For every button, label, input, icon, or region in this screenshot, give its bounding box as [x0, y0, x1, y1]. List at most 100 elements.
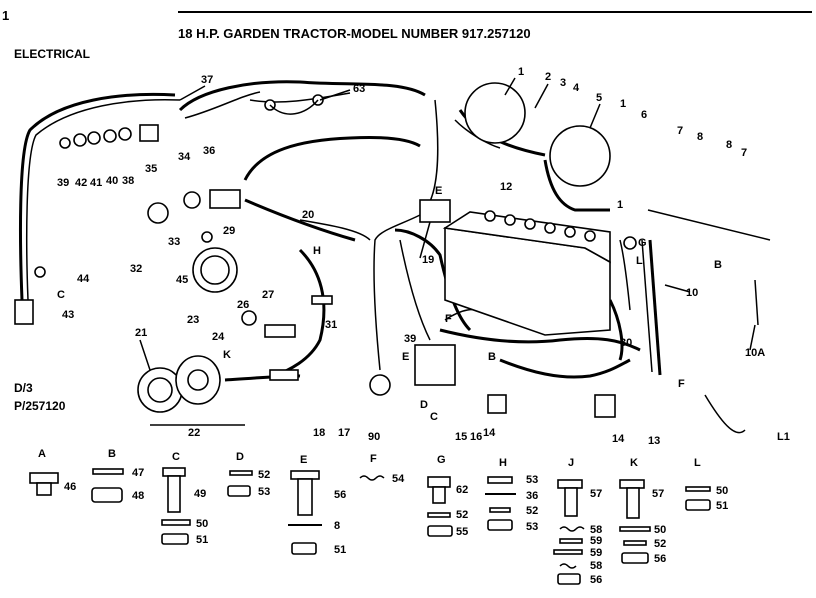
- callout-20: 20: [302, 209, 314, 221]
- legend-item-C-49: 49: [194, 488, 206, 500]
- callout-5: 5: [596, 92, 602, 104]
- callout-4: 4: [573, 82, 580, 94]
- callout-12: 12: [500, 181, 512, 193]
- callout-2: 2: [545, 71, 551, 83]
- legend-item-K-57: 57: [652, 488, 664, 500]
- callout-13: 13: [648, 435, 660, 447]
- legend-letter-D: D: [236, 451, 244, 463]
- legend-item-H-53: 53: [526, 474, 538, 486]
- ignition-switch: [147, 202, 169, 224]
- light-socket: [139, 124, 159, 142]
- legend-item-D-52: 52: [258, 469, 270, 481]
- header: 1 18 H.P. GARDEN TRACTOR-MODEL NUMBER 91…: [2, 8, 812, 413]
- callout-6: 6: [641, 109, 647, 121]
- callout-1: 1: [617, 199, 623, 211]
- headlight-right: [549, 125, 611, 187]
- callout-22: 22: [188, 427, 200, 439]
- seat-switch: [594, 394, 616, 418]
- callout-41: 41: [90, 177, 102, 189]
- callout-90: 90: [368, 431, 380, 443]
- hardware-legend: A 46 B 47 48 C 49 50 51 D 52 53 E 56 8 5…: [29, 448, 728, 586]
- callout-D: D: [420, 399, 428, 411]
- callout-C: C: [430, 411, 438, 423]
- legend-item-E-51: 51: [334, 544, 346, 556]
- callout-27: 27: [262, 289, 274, 301]
- callout-31: 31: [325, 319, 337, 331]
- legend-item-J-58b: 58: [590, 560, 602, 572]
- legend-letter-B: B: [108, 448, 116, 460]
- legend-letter-A: A: [38, 448, 46, 460]
- legend-item-L-51: 51: [716, 500, 728, 512]
- legend-letter-K: K: [630, 457, 638, 469]
- part-code: P/257120: [14, 399, 66, 413]
- grommet: [183, 191, 201, 209]
- starter-relay: [369, 374, 391, 396]
- callout-F: F: [445, 313, 452, 325]
- callout-26: 26: [237, 299, 249, 311]
- section-label: ELECTRICAL: [14, 47, 90, 61]
- callout-F: F: [678, 378, 685, 390]
- callout-7: 7: [677, 125, 683, 137]
- legend-letter-J: J: [568, 457, 574, 469]
- callout-23: 23: [187, 314, 199, 326]
- legend-item-H-52: 52: [526, 505, 538, 517]
- legend-item-K-50: 50: [654, 524, 666, 536]
- legend-letter-E: E: [300, 454, 307, 466]
- legend-item-J-57: 57: [590, 488, 602, 500]
- legend-item-J-58: 58: [590, 524, 602, 536]
- callout-14: 14: [612, 433, 625, 445]
- callout-37: 37: [201, 74, 213, 86]
- diagram-code: D/3: [14, 381, 33, 395]
- legend-item-A-46: 46: [64, 481, 76, 493]
- callout-32: 32: [130, 263, 142, 275]
- legend-item-E-56: 56: [334, 489, 346, 501]
- callout-14: 14: [483, 427, 496, 439]
- callout-24: 24: [212, 331, 225, 343]
- plug-31: [311, 295, 333, 305]
- callout-18: 18: [313, 427, 325, 439]
- callout-8: 8: [726, 139, 732, 151]
- legend-item-J-59b: 59: [590, 547, 602, 559]
- callout-35: 35: [145, 163, 157, 175]
- terminal-block: [419, 199, 451, 223]
- callout-44: 44: [77, 273, 90, 285]
- callout-15: 15: [455, 431, 467, 443]
- interlock-switch: [487, 394, 507, 414]
- legend-item-B-48: 48: [132, 490, 144, 502]
- legend-item-G-55: 55: [456, 526, 468, 538]
- legend-item-F-54: 54: [392, 473, 405, 485]
- callout-38: 38: [122, 175, 134, 187]
- legend-item-H-36: 36: [526, 490, 538, 502]
- callout-63: 63: [353, 83, 365, 95]
- callout-39: 39: [404, 333, 416, 345]
- callout-H: H: [313, 245, 321, 257]
- legend-item-K-52: 52: [654, 538, 666, 550]
- legend-item-L-50: 50: [716, 485, 728, 497]
- legend-item-C-50: 50: [196, 518, 208, 530]
- legend-letter-F: F: [370, 453, 377, 465]
- legend-item-G-52: 52: [456, 509, 468, 521]
- page-title: 18 H.P. GARDEN TRACTOR-MODEL NUMBER 917.…: [178, 26, 531, 41]
- resistor: [269, 369, 299, 381]
- callout-30: 30: [620, 337, 632, 349]
- callout-E: E: [402, 351, 409, 363]
- callout-45: 45: [176, 274, 188, 286]
- callout-1: 1: [620, 98, 626, 110]
- legend-item-D-53: 53: [258, 486, 270, 498]
- components: [14, 82, 771, 418]
- callout-19: 19: [422, 254, 434, 266]
- legend-item-K-56: 56: [654, 553, 666, 565]
- callout-39: 39: [57, 177, 69, 189]
- callout-B: B: [488, 351, 496, 363]
- callout-L: L: [636, 255, 643, 267]
- legend-item-E-8: 8: [334, 520, 340, 532]
- callout-33: 33: [168, 236, 180, 248]
- legend-letter-H: H: [499, 457, 507, 469]
- callout-42: 42: [75, 177, 87, 189]
- corner-mark: 1: [2, 8, 9, 23]
- legend-item-J-59: 59: [590, 535, 602, 547]
- callout-7: 7: [741, 147, 747, 159]
- legend-item-J-56: 56: [590, 574, 602, 586]
- callout-E: E: [435, 185, 442, 197]
- callout-3: 3: [560, 77, 566, 89]
